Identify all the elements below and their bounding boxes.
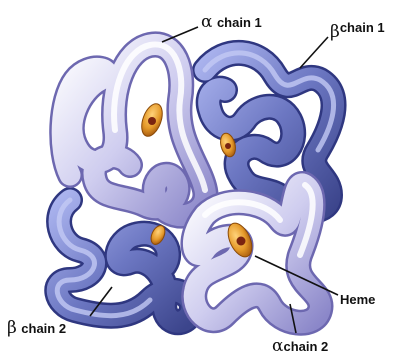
alpha-chain-1-label: α chain 1 xyxy=(201,14,262,31)
heme-group-upper xyxy=(138,101,167,139)
beta-chain-2-text: chain 2 xyxy=(21,321,66,336)
alpha-chain-2-label: αchain 2 xyxy=(272,338,328,355)
alpha-chain-2-tube xyxy=(193,184,320,323)
beta-chain-1-label: βchain 1 xyxy=(330,24,385,41)
alpha-symbol: α xyxy=(201,12,212,32)
alpha-chain-1-text: chain 1 xyxy=(217,15,262,30)
beta-chain-1-text: chain 1 xyxy=(340,20,385,35)
heme-text: Heme xyxy=(340,292,375,307)
beta-chain-1-leader xyxy=(300,37,328,68)
beta-symbol: β xyxy=(330,22,340,42)
beta-symbol: β xyxy=(7,318,17,338)
alpha-chain-1-tube xyxy=(62,44,205,215)
alpha-symbol: α xyxy=(272,336,283,356)
heme-label: Heme xyxy=(340,292,375,308)
beta-chain-2-label: β chain 2 xyxy=(7,320,66,337)
alpha-chain-2-text: chain 2 xyxy=(283,339,328,354)
